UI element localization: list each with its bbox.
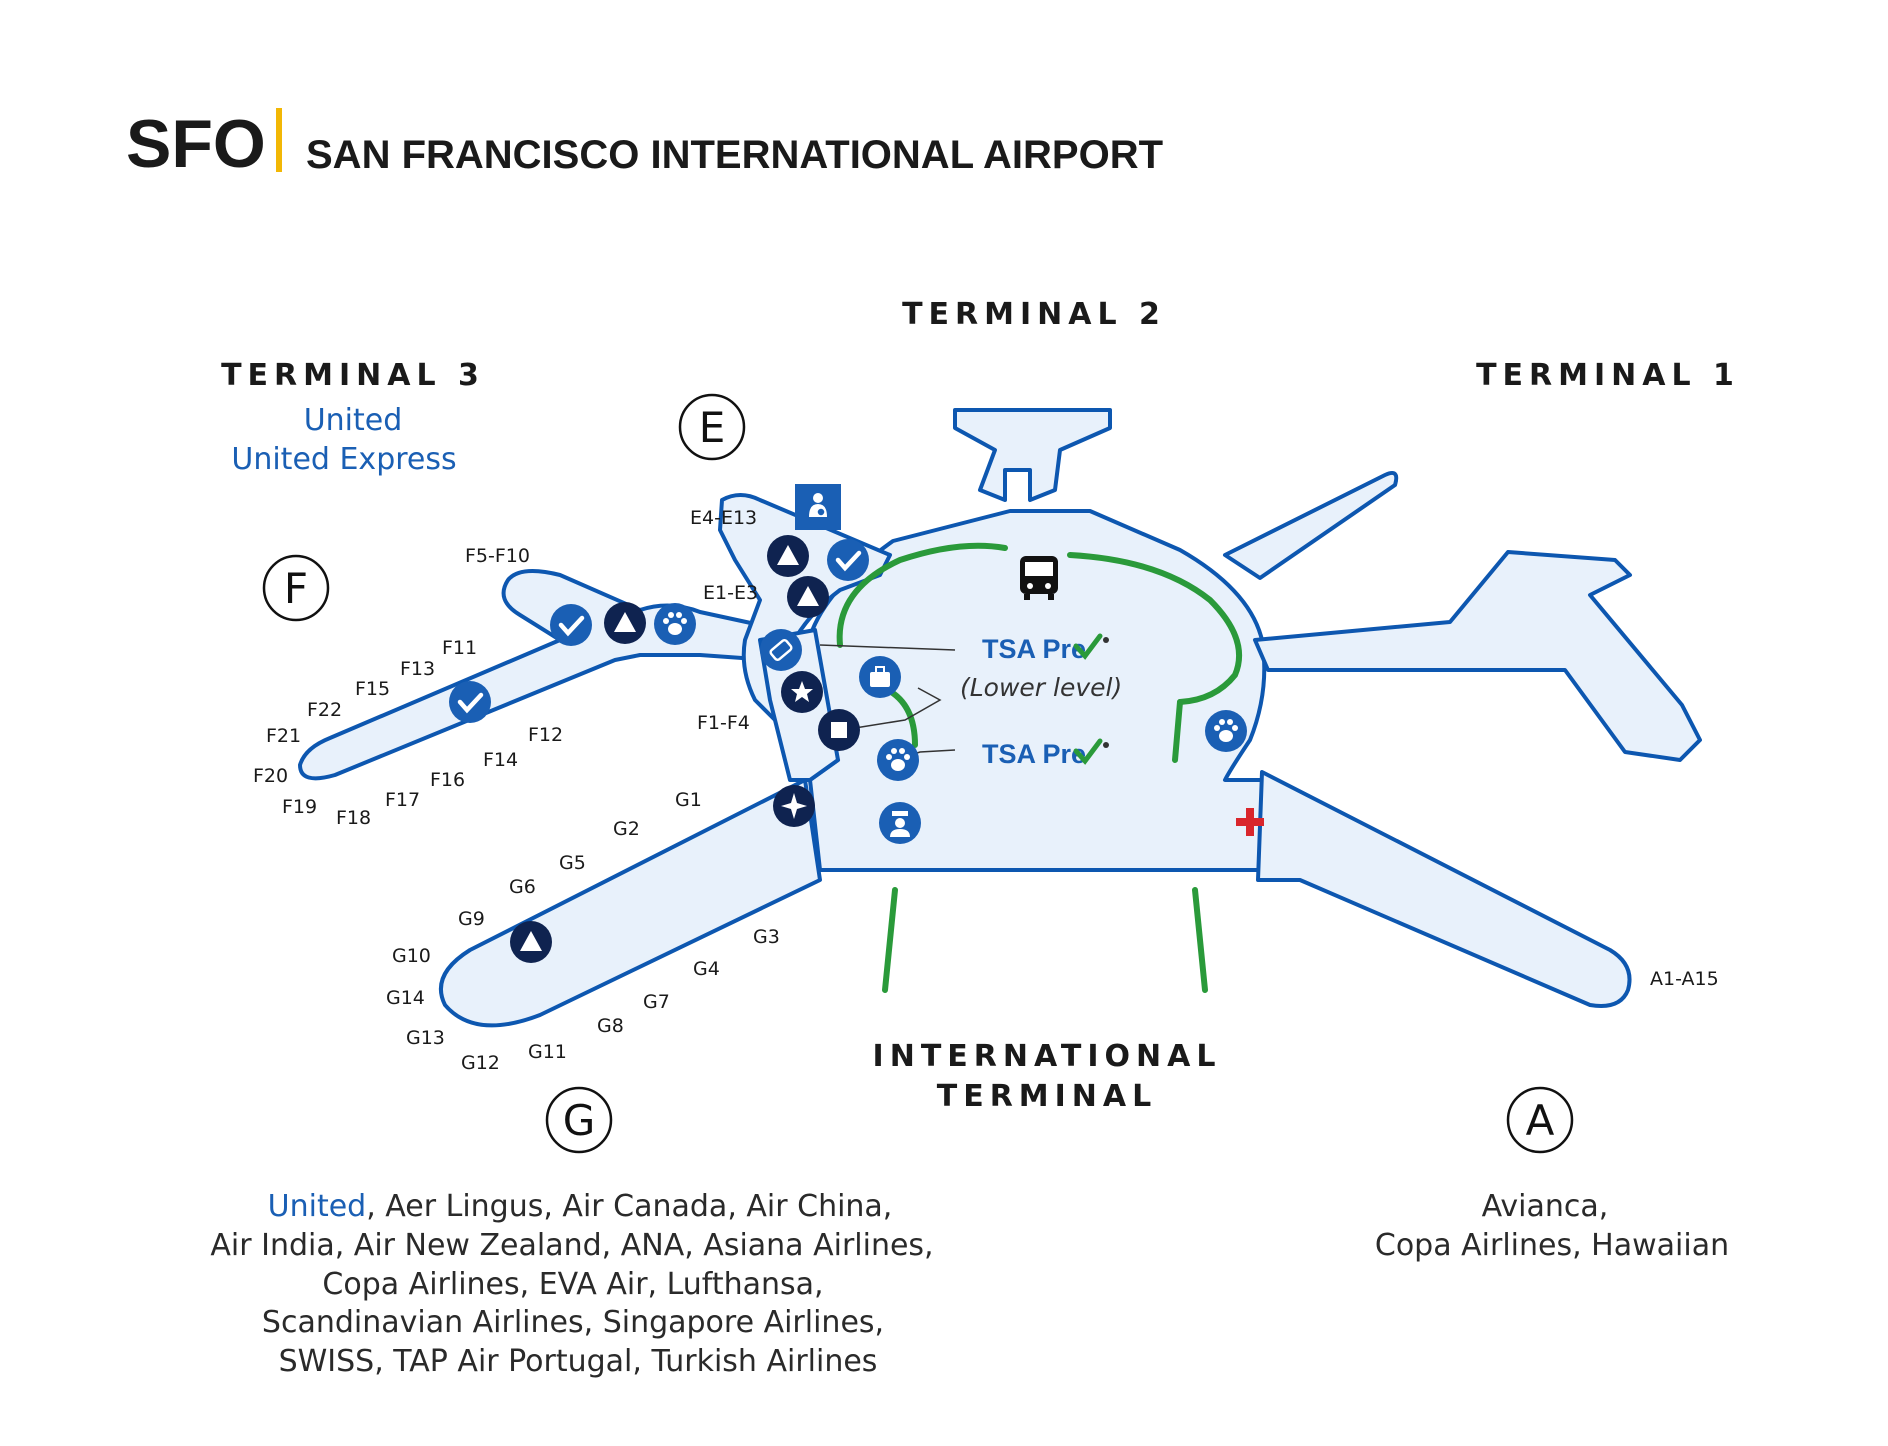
terminal-3-label: TERMINAL 3 (221, 358, 485, 393)
gate-label-f17: F17 (385, 789, 420, 811)
boarding-area-e-marker: E (678, 393, 746, 461)
gate-label-f22: F22 (307, 699, 342, 721)
svg-text:TSA Pre: TSA Pre (982, 739, 1086, 769)
terminal-3-airline-united-express: United Express (231, 442, 456, 477)
gate-label-f20: F20 (253, 765, 288, 787)
star-icon (781, 671, 823, 713)
checkmark-icon (449, 681, 491, 723)
gate-label-g13: G13 (406, 1027, 445, 1049)
paw-icon (654, 603, 696, 645)
nursing-room-icon (795, 484, 841, 530)
gate-label-e1-e3: E1-E3 (703, 582, 758, 604)
gate-label-f19: F19 (282, 796, 317, 818)
triangle-icon (604, 602, 646, 644)
gate-label-g11: G11 (528, 1041, 567, 1063)
gate-label-g8: G8 (597, 1015, 624, 1037)
gate-label-f18: F18 (336, 807, 371, 829)
title-divider (276, 108, 282, 172)
bus-icon (1020, 556, 1058, 600)
boarding-area-a-marker: A (1506, 1086, 1574, 1154)
gate-label-f11: F11 (442, 637, 477, 659)
airport-name: SAN FRANCISCO INTERNATIONAL AIRPORT (306, 133, 1163, 177)
airlines-list-g: United, Aer Lingus, Air Canada, Air Chin… (210, 1189, 933, 1379)
suitcase-icon (859, 656, 901, 698)
gate-label-g3: G3 (753, 926, 780, 948)
terminal-2-pier (953, 408, 1112, 502)
concourses (298, 408, 1702, 1028)
triangle-icon (767, 535, 809, 577)
first-aid-icon (1236, 808, 1264, 836)
gate-label-a1-a15: A1-A15 (1650, 968, 1719, 990)
airlines-list-a: Avianca, Copa Airlines, Hawaiian (1375, 1189, 1729, 1263)
gate-label-g1: G1 (675, 789, 702, 811)
svg-text:F: F (284, 564, 308, 613)
airport-code: SFO (126, 106, 266, 182)
paw-icon (877, 739, 919, 781)
terminal-1-pier-a (1223, 471, 1399, 580)
boarding-area-g-marker: G (545, 1086, 613, 1154)
svg-text:Scandinavian Airlines, Singapo: Scandinavian Airlines, Singapore Airline… (262, 1305, 884, 1340)
triangle-icon (510, 921, 552, 963)
international-terminal-label-2: TERMINAL (937, 1079, 1158, 1114)
gate-label-e4-e13: E4-E13 (690, 507, 757, 529)
airline-highlight-united: United (268, 1189, 367, 1224)
tsa-precheck-upper: TSA Pre (982, 633, 1109, 664)
gate-label-f13: F13 (400, 658, 435, 680)
terminal-3-airline-united: United (304, 403, 403, 438)
svg-text:A: A (1526, 1096, 1555, 1145)
triangle-icon (787, 576, 829, 618)
international-terminal-label-1: INTERNATIONAL (873, 1039, 1222, 1074)
svg-text:Avianca,: Avianca, (1482, 1189, 1609, 1224)
gate-label-g9: G9 (458, 908, 485, 930)
gate-label-f1-f4: F1-F4 (697, 712, 750, 734)
boarding-area-a (1256, 770, 1632, 1008)
svg-text:Air India, Air New Zealand, AN: Air India, Air New Zealand, ANA, Asiana … (210, 1228, 933, 1263)
gate-label-g4: G4 (693, 958, 720, 980)
lower-level-note: (Lower level) (960, 673, 1122, 702)
gate-label-g7: G7 (643, 991, 670, 1013)
terminal-2-label: TERMINAL 2 (902, 297, 1166, 332)
svg-text:Copa Airlines, Hawaiian: Copa Airlines, Hawaiian (1375, 1228, 1729, 1263)
terminal-1-pier-b (1253, 550, 1702, 762)
svg-text:TSA Pre: TSA Pre (982, 634, 1086, 664)
information-staff-icon (879, 802, 921, 844)
gate-label-g6: G6 (509, 876, 536, 898)
svg-text:Copa Airlines, EVA Air, Luftha: Copa Airlines, EVA Air, Lufthansa, (322, 1267, 823, 1302)
svg-text:United, Aer Lingus, Air Canada: United, Aer Lingus, Air Canada, Air Chin… (268, 1189, 893, 1224)
gate-label-f16: F16 (430, 769, 465, 791)
terminal-1-label: TERMINAL 1 (1476, 358, 1740, 393)
svg-text:E: E (699, 403, 726, 452)
tsa-precheck-lower: TSA Pre (982, 738, 1109, 769)
svg-text:G: G (563, 1096, 596, 1145)
airtrain-lines (836, 542, 1243, 993)
gate-label-g2: G2 (613, 818, 640, 840)
gate-label-f14: F14 (483, 749, 518, 771)
boarding-area-f-marker: F (262, 554, 330, 622)
paw-icon (1205, 710, 1247, 752)
baggage-tag-icon (760, 629, 802, 671)
gate-label-g5: G5 (559, 852, 586, 874)
boarding-area-g (439, 778, 822, 1028)
gate-label-f21: F21 (266, 725, 301, 747)
compass-star-icon (773, 785, 815, 827)
gate-label-f5-f10: F5-F10 (465, 545, 530, 567)
checkmark-icon (827, 539, 869, 581)
checkmark-icon (550, 604, 592, 646)
gate-label-f15: F15 (355, 678, 390, 700)
gate-label-g10: G10 (392, 945, 431, 967)
gate-label-g14: G14 (386, 987, 425, 1009)
svg-text:SWISS, TAP Air Portugal, Turki: SWISS, TAP Air Portugal, Turkish Airline… (279, 1344, 878, 1379)
gate-label-f12: F12 (528, 724, 563, 746)
square-icon (818, 709, 860, 751)
gate-label-g12: G12 (461, 1052, 500, 1074)
